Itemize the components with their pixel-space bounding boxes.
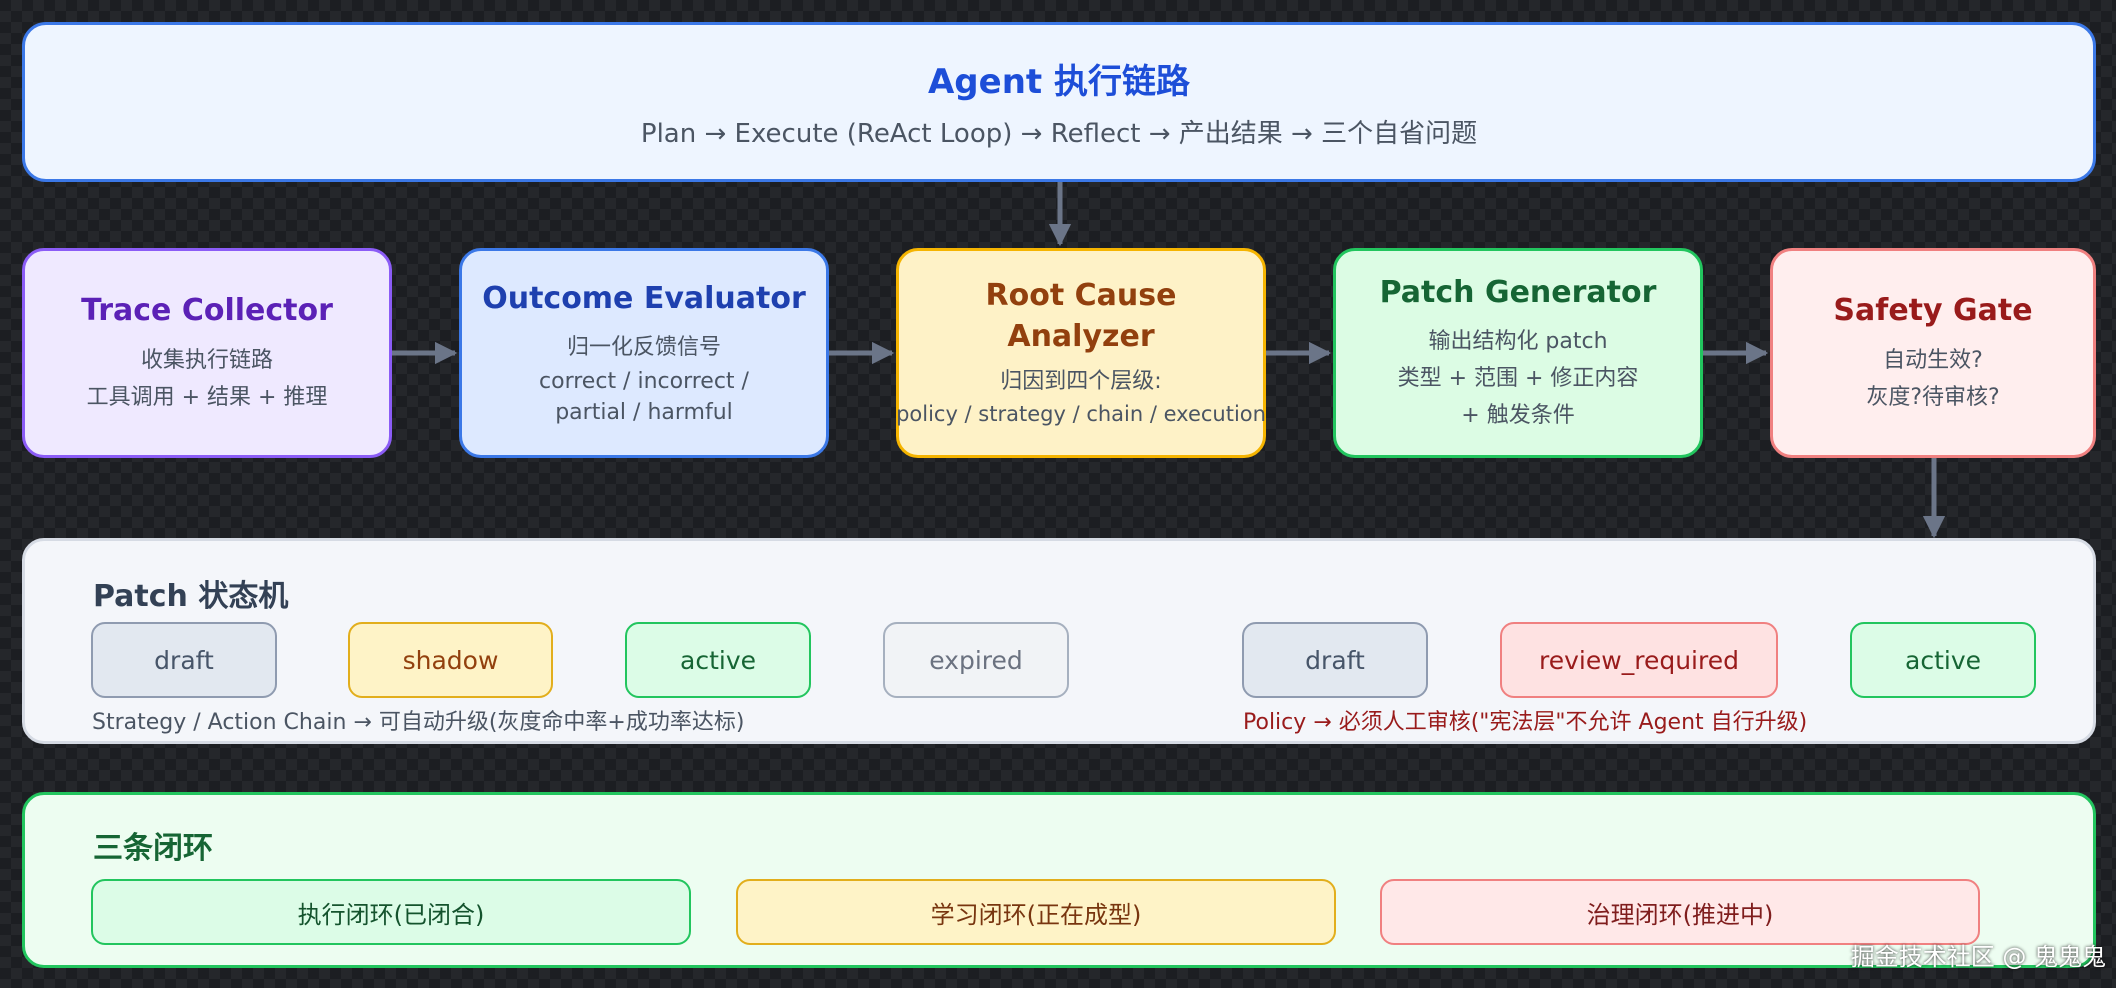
stage-desc-line: 灰度?待审核? [1866, 384, 2000, 410]
stage-trace-collector: Trace Collector 收集执行链路 工具调用 + 结果 + 推理 [22, 248, 392, 458]
state-expired: expired [883, 622, 1069, 698]
stage-desc-line: 归因到四个层级: [1000, 369, 1162, 395]
stage-safety-gate: Safety Gate 自动生效? 灰度?待审核? [1770, 248, 2096, 458]
stage-desc-line: 输出结构化 patch [1428, 329, 1608, 355]
stage-title: Trace Collector [81, 293, 333, 329]
state-active: active [1850, 622, 2036, 698]
stage-root-cause-analyzer: Root Cause Analyzer 归因到四个层级: policy / st… [896, 248, 1266, 458]
stage-desc-line: 收集执行链路 [140, 347, 273, 373]
state-active: active [625, 622, 811, 698]
state-draft: draft [1242, 622, 1428, 698]
stage-title: Outcome Evaluator [482, 280, 806, 316]
stage-outcome-evaluator: Outcome Evaluator 归一化反馈信号 correct / inco… [459, 248, 829, 458]
panel-title: 三条闭环 [93, 831, 213, 866]
state-shadow: shadow [348, 622, 553, 698]
stage-title: Root Cause Analyzer [986, 275, 1177, 358]
stage-patch-generator: Patch Generator 输出结构化 patch 类型 + 范围 + 修正… [1333, 248, 1703, 458]
stage-title: Safety Gate [1833, 293, 2033, 329]
stage-title-line: Analyzer [1007, 319, 1155, 354]
stage-desc-line: policy / strategy / chain / execution [896, 402, 1266, 427]
agent-execution-chain-header: Agent 执行链路 Plan → Execute (ReAct Loop) →… [22, 22, 2096, 182]
loop-learning: 学习闭环(正在成型) [736, 879, 1336, 945]
stage-desc-line: correct / incorrect / [539, 369, 749, 395]
stage-desc-line: + 触发条件 [1461, 403, 1575, 429]
panel-title: Patch 状态机 [93, 579, 289, 614]
loop-governance: 治理闭环(推进中) [1380, 879, 1980, 945]
stage-desc-line: partial / harmful [555, 400, 733, 426]
state-draft: draft [91, 622, 277, 698]
auto-upgrade-note: Strategy / Action Chain → 可自动升级(灰度命中率+成功… [92, 710, 745, 735]
stage-desc-line: 类型 + 范围 + 修正内容 [1397, 366, 1639, 392]
stage-desc-line: 工具调用 + 结果 + 推理 [86, 384, 328, 410]
watermark: 掘金技术社区 @ 鬼鬼鬼 [1850, 943, 2106, 971]
stage-title: Patch Generator [1379, 274, 1657, 310]
policy-review-note: Policy → 必须人工审核("宪法层"不允许 Agent 自行升级) [1243, 710, 1808, 735]
stage-desc-line: 自动生效? [1883, 347, 1983, 373]
stage-title-line: Root Cause [985, 277, 1177, 313]
loop-execution: 执行闭环(已闭合) [91, 879, 691, 945]
header-title: Agent 执行链路 [927, 62, 1190, 102]
header-subtitle: Plan → Execute (ReAct Loop) → Reflect → … [640, 119, 1478, 149]
state-review-required: review_required [1500, 622, 1778, 698]
stage-desc-line: 归一化反馈信号 [566, 335, 721, 361]
